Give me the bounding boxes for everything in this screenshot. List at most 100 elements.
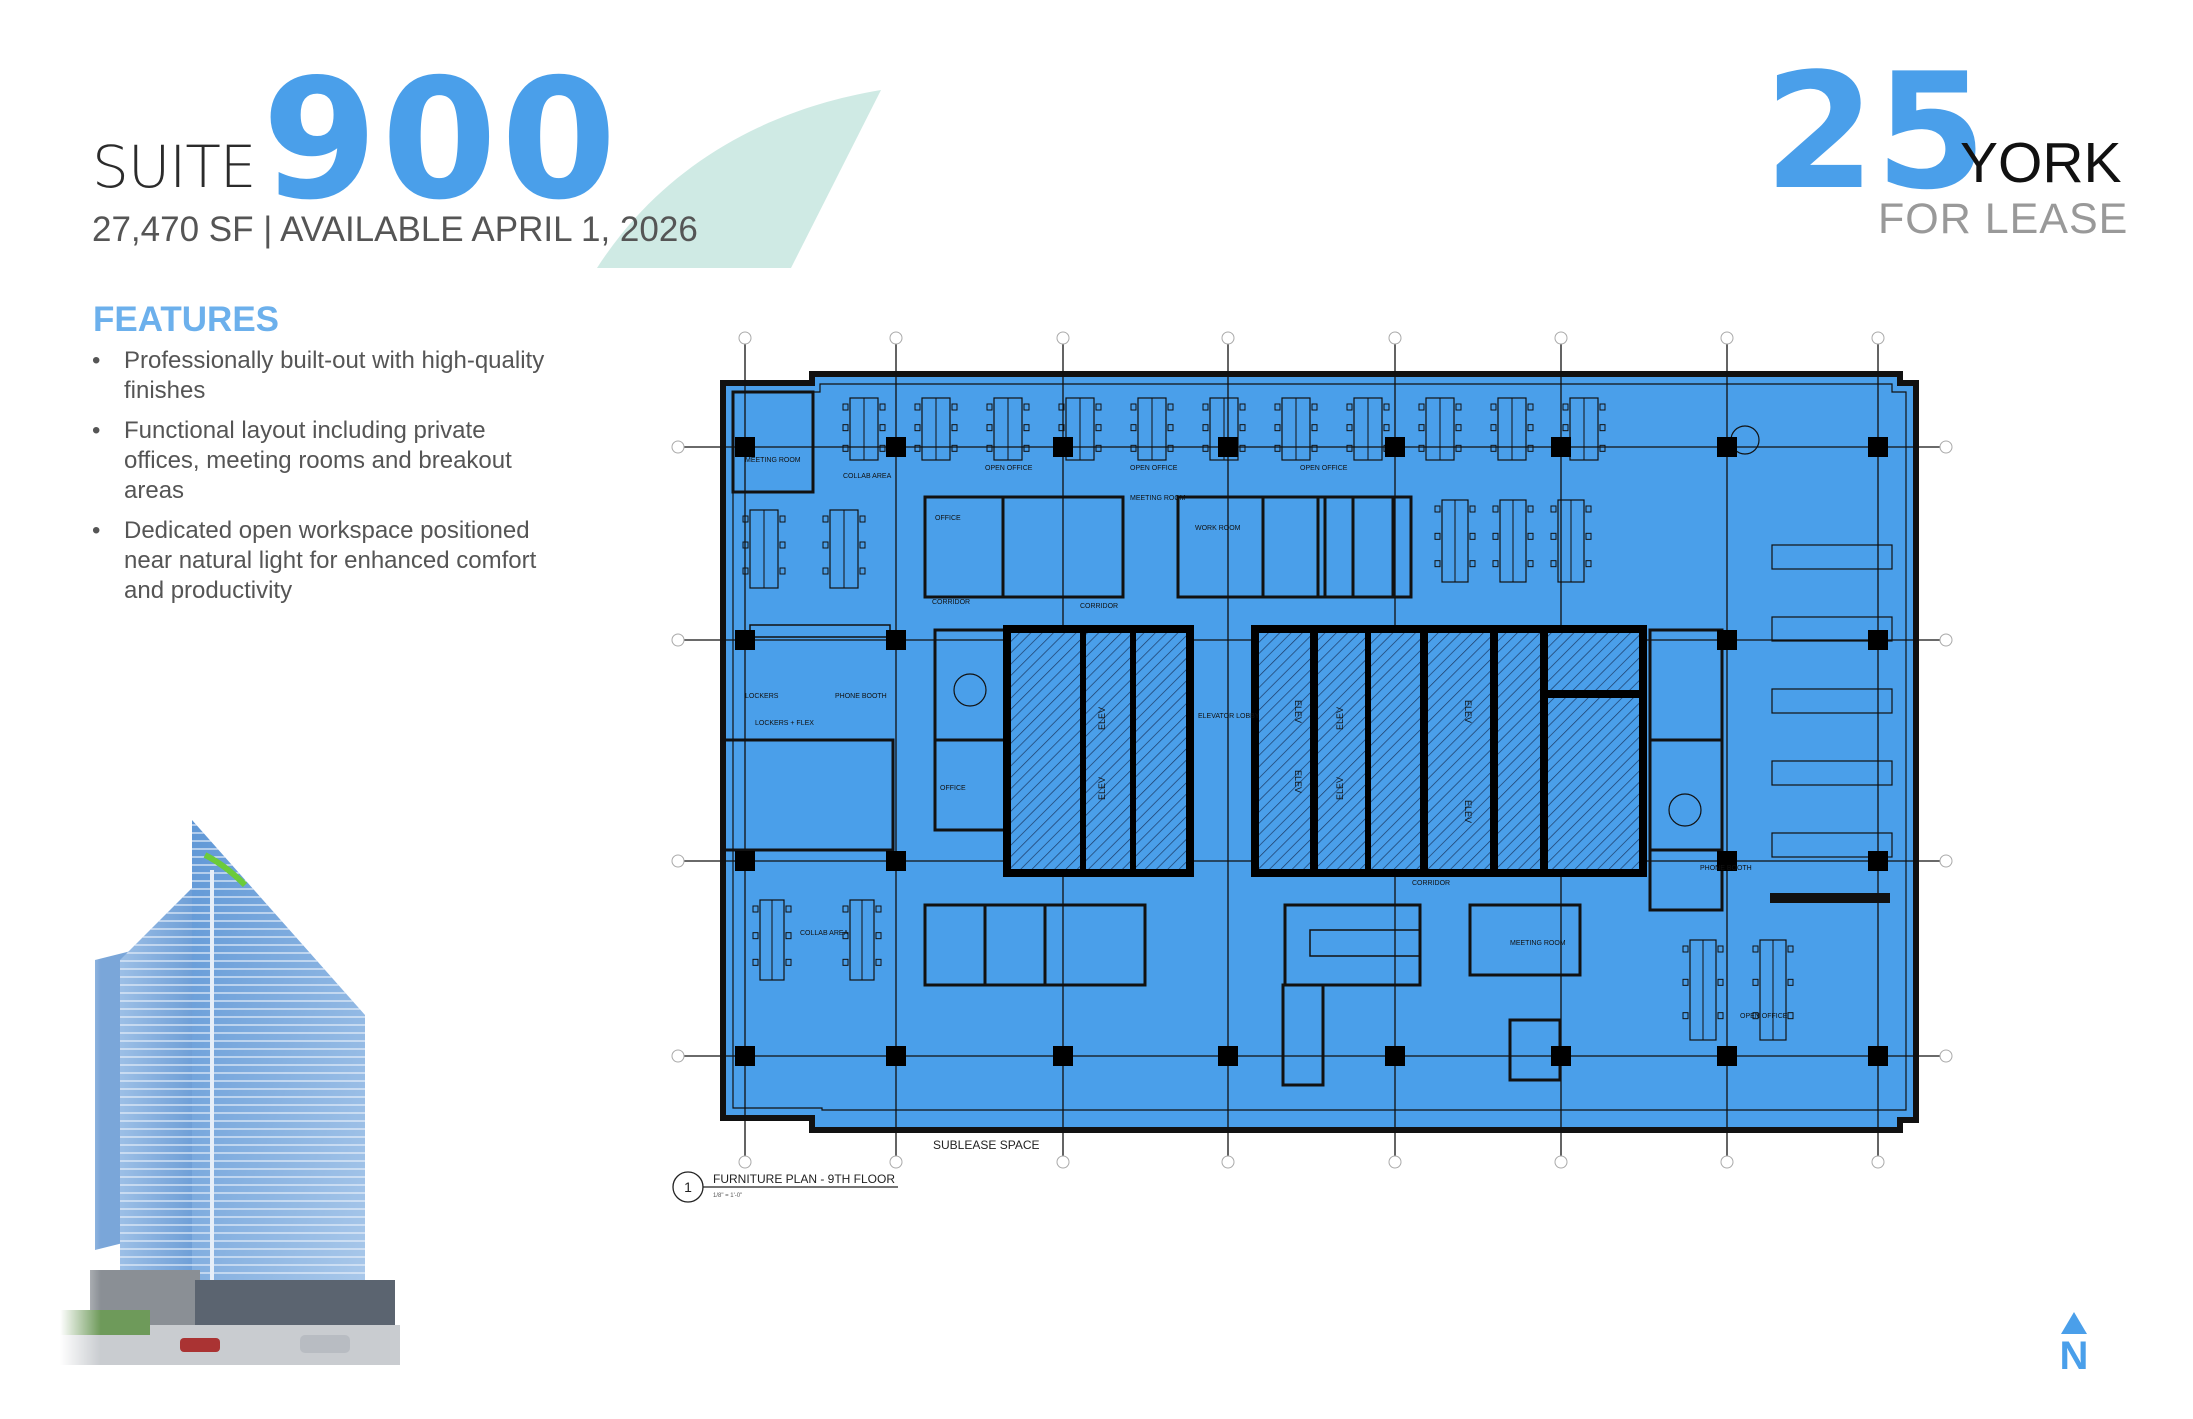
chair [951,424,958,432]
chair [742,541,749,549]
brand-logo-name: YORK [1960,131,2122,195]
chair [779,541,786,549]
elevator-label: ELEV [1293,770,1303,793]
suite-number: 900 [262,44,621,237]
grid-bubble [1056,1155,1070,1169]
grid-bubble [1554,331,1568,345]
chair [951,403,958,411]
chair [822,515,829,523]
chair [752,958,759,966]
room-label: OPEN OFFICE [985,465,1033,472]
chair [1550,532,1557,540]
chair [986,403,993,411]
room-label: OFFICE [940,785,966,792]
chair [1383,424,1390,432]
north-arrow-icon [2061,1312,2087,1334]
chair [914,403,921,411]
chair [842,424,849,432]
chair [1752,945,1759,953]
column [1053,1046,1073,1066]
chair [879,444,886,452]
chair [785,932,792,940]
chair [1239,444,1246,452]
chair [842,403,849,411]
elevator-label: ELEV [1463,800,1473,823]
chair [1023,403,1030,411]
round-table [1668,793,1702,827]
grid-bubble [738,1155,752,1169]
chair [1023,424,1030,432]
chair [914,424,921,432]
elevator-label: ELEV [1293,700,1303,723]
column [1218,1046,1238,1066]
conference-table [1309,929,1421,957]
chair [1023,444,1030,452]
grid-bubble [1939,633,1953,647]
chair [1455,444,1462,452]
chair [1130,403,1137,411]
chair [1599,403,1606,411]
chair [1095,424,1102,432]
chair [1202,424,1209,432]
grid-bubble [1388,1155,1402,1169]
column [886,851,906,871]
feature-item: •Dedicated open workspace positioned nea… [92,516,562,606]
grid-bubble [671,854,685,868]
column [1385,437,1405,457]
column [735,851,755,871]
grid-bubble [1720,331,1734,345]
feature-text: Professionally built-out with high-quali… [124,347,545,404]
chair [785,958,792,966]
elevator-label: ELEV [1335,707,1345,730]
chair [842,905,849,913]
grid-bubble [1871,1155,1885,1169]
north-label: N [2059,1334,2089,1378]
chair [1469,532,1476,540]
chair [951,444,958,452]
column [735,1046,755,1066]
chair [842,932,849,940]
chair [1239,403,1246,411]
chair [859,567,866,575]
chair [1455,403,1462,411]
chair [1527,403,1534,411]
chair [779,515,786,523]
room-label: CORRIDOR [1412,880,1450,887]
chair [1058,424,1065,432]
chair [842,444,849,452]
feature-text: Functional layout including private offi… [124,417,512,504]
structural-columns [735,437,1888,1066]
chair [1585,505,1592,513]
room-label: OPEN OFFICE [1740,1013,1788,1020]
chair [1527,505,1534,513]
chair [1058,403,1065,411]
chair [1311,444,1318,452]
grid-bubble [1221,331,1235,345]
chair [1492,532,1499,540]
room-label: WORK ROOM [1195,525,1241,532]
chair [1383,403,1390,411]
chair [1167,444,1174,452]
grid-bubble [1939,854,1953,868]
chair [1202,403,1209,411]
chair [785,905,792,913]
chair [1490,424,1497,432]
chair [1682,945,1689,953]
chair [1095,444,1102,452]
grid-bubble [671,1049,685,1063]
column [1717,437,1737,457]
chair [1562,424,1569,432]
chair [1752,978,1759,986]
chair [742,567,749,575]
chair [879,424,886,432]
room-label: OPEN OFFICE [1300,465,1348,472]
chair [1682,978,1689,986]
decorative-swoosh [597,90,881,268]
grid-bubble [671,633,685,647]
chair [1752,1012,1759,1020]
room-label: OPEN OFFICE [1130,465,1178,472]
chair [1787,1012,1794,1020]
column [1053,437,1073,457]
grid-bubble [1720,1155,1734,1169]
chair [879,403,886,411]
